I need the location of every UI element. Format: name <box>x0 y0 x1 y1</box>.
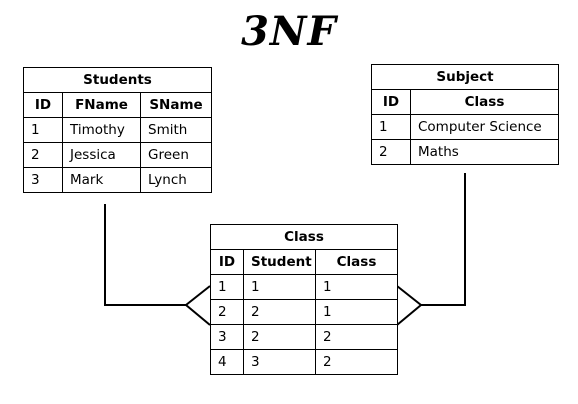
table-name: Students <box>23 67 212 93</box>
cell: 1 <box>314 274 399 300</box>
column-header: Class <box>314 249 399 275</box>
students-table: Students ID FName SName 1 Timothy Smith … <box>23 67 212 193</box>
table-row: 3 Mark Lynch <box>23 167 212 193</box>
cell: 1 <box>243 274 316 300</box>
column-header: FName <box>62 92 141 118</box>
cell: 2 <box>371 139 411 165</box>
cell: 3 <box>210 324 244 350</box>
cell: 2 <box>243 324 316 350</box>
cell: 2 <box>314 349 399 375</box>
cell: 2 <box>23 142 63 168</box>
cell: Smith <box>140 117 212 143</box>
subject-class-connector <box>421 173 466 306</box>
table-row: 1 Timothy Smith <box>23 117 212 143</box>
subject-table: Subject ID Class 1 Computer Science 2 Ma… <box>371 64 559 165</box>
table-name: Subject <box>371 64 559 90</box>
column-header: ID <box>371 89 411 115</box>
cell: Mark <box>62 167 141 193</box>
cell: Computer Science <box>410 114 559 140</box>
class-table: Class ID Student Class 1 1 1 2 2 1 3 2 2… <box>209 224 399 375</box>
column-header: Student <box>243 249 316 275</box>
cell: Maths <box>410 139 559 165</box>
column-header: Class <box>410 89 559 115</box>
cell: 2 <box>210 299 244 325</box>
cell: 2 <box>314 324 399 350</box>
table-name: Class <box>209 224 399 250</box>
cell: 3 <box>243 349 316 375</box>
column-header: SName <box>140 92 212 118</box>
cell: 3 <box>23 167 63 193</box>
cell: 4 <box>210 349 244 375</box>
table-row: 2 Jessica Green <box>23 142 212 168</box>
table-row: 2 Maths <box>371 139 559 165</box>
cell: 1 <box>314 299 399 325</box>
table-row: 3 2 2 <box>210 324 399 350</box>
cell: Green <box>140 142 212 168</box>
column-header: ID <box>210 249 244 275</box>
cell: 1 <box>23 117 63 143</box>
cell: Jessica <box>62 142 141 168</box>
cell: Timothy <box>62 117 141 143</box>
column-header: ID <box>23 92 63 118</box>
table-row: 4 3 2 <box>210 349 399 375</box>
students-class-connector <box>104 204 186 306</box>
cell: 1 <box>210 274 244 300</box>
students-class-crowfoot <box>184 285 211 326</box>
subject-class-crowfoot <box>396 285 423 326</box>
diagram-title: 3NF <box>241 8 337 55</box>
cell: Lynch <box>140 167 212 193</box>
cell: 1 <box>371 114 411 140</box>
table-row: 1 1 1 <box>210 274 399 300</box>
table-row: 1 Computer Science <box>371 114 559 140</box>
table-row: 2 2 1 <box>210 299 399 325</box>
cell: 2 <box>243 299 316 325</box>
